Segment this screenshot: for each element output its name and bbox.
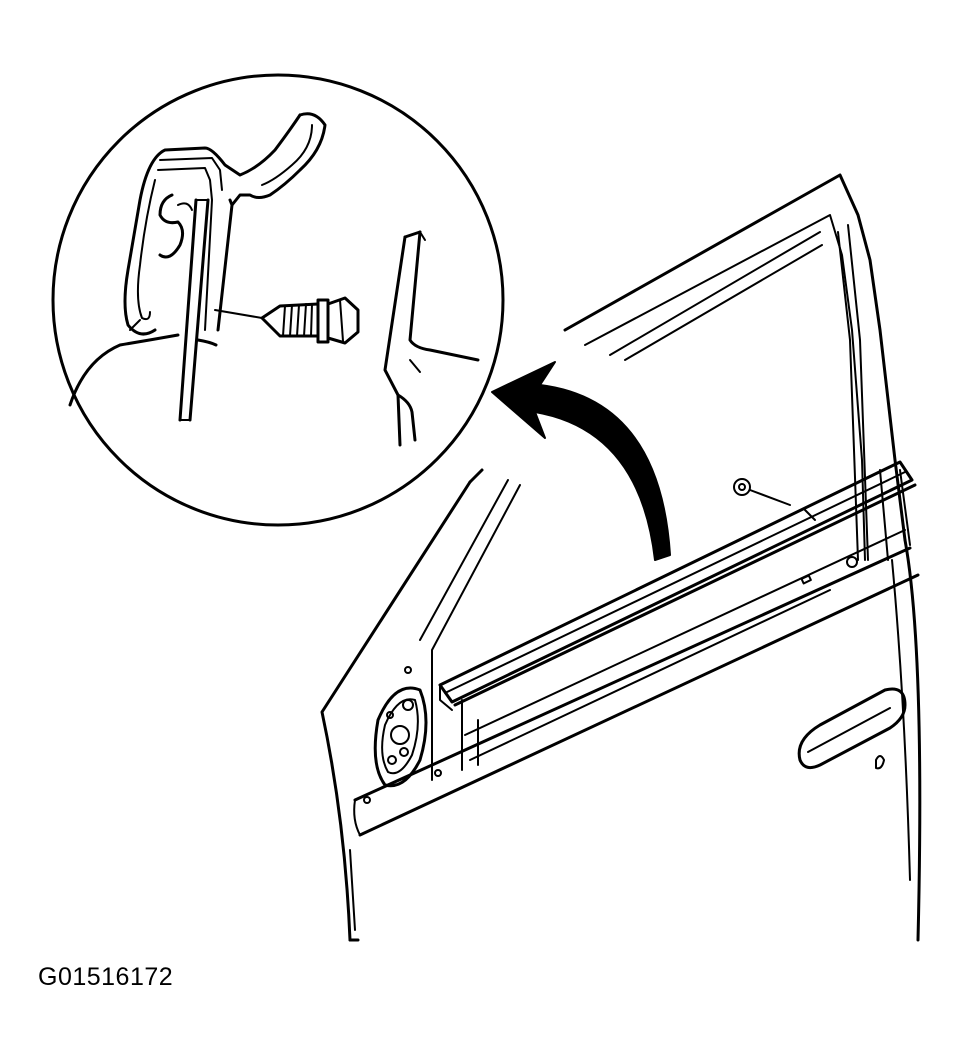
detail-magnifier-circle [51, 73, 505, 527]
front-door-panel [320, 173, 922, 942]
belt-molding-bolt [733, 478, 816, 521]
door-handle [797, 687, 907, 770]
bolt-icon [214, 296, 360, 345]
belt-molding-profile [68, 112, 327, 422]
figure-id-label: G01516172 [38, 963, 174, 991]
mirror-mount-plate [373, 686, 428, 788]
window-channel-profile [383, 230, 480, 447]
curved-arrow-icon [491, 361, 671, 561]
